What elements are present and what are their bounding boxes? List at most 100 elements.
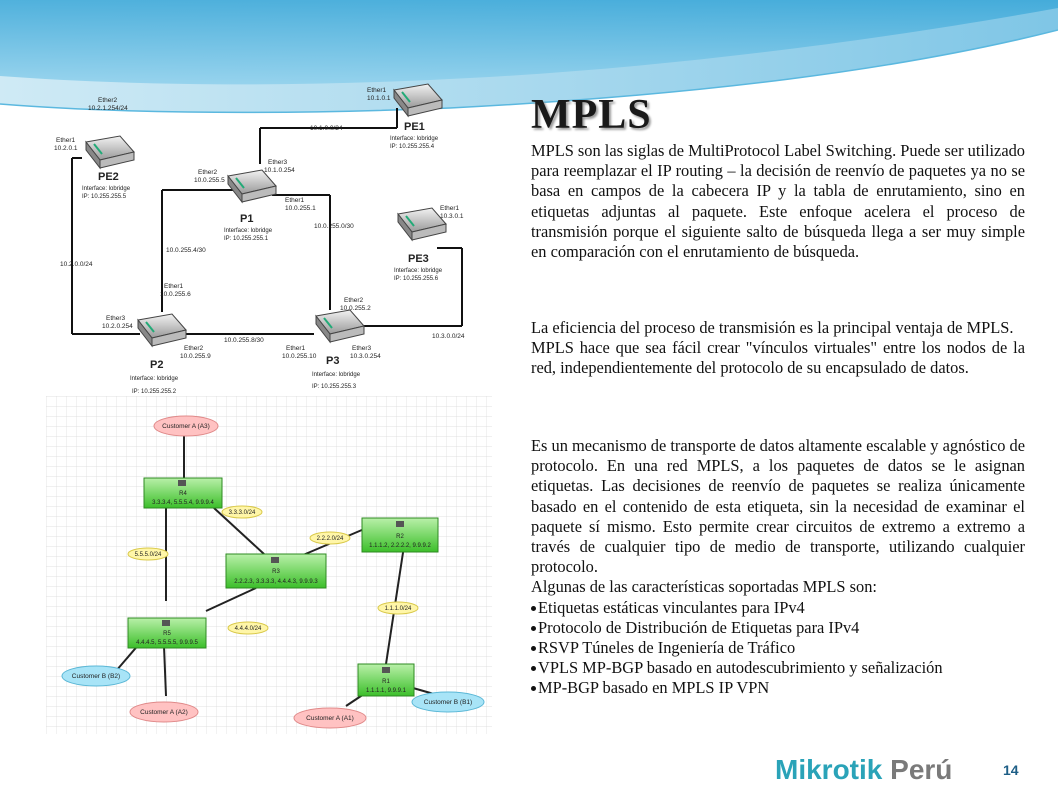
link-p2-p3: 10.0.255.8/30 xyxy=(224,337,264,344)
pe1-port-ip: 10.1.0.1 xyxy=(367,95,391,102)
cloud-customer-a1: Customer A (A1) xyxy=(293,707,367,729)
svg-text:4.4.4.0/24: 4.4.4.0/24 xyxy=(235,626,262,632)
svg-text:5.5.5.0/24: 5.5.5.0/24 xyxy=(135,552,162,558)
router-pe1: Ether1 10.1.0.1 PE1 Interface: lobridge … xyxy=(367,83,443,150)
svg-text:1.1.1.0/24: 1.1.1.0/24 xyxy=(385,606,412,612)
pe1-ip: IP: 10.255.255.4 xyxy=(390,144,435,150)
p2-port-e1: Ether1 xyxy=(164,283,184,290)
r2-name: R2 xyxy=(396,534,404,540)
router-box-r4: R4 3.3.3.4, 5.5.5.4, 9.9.9.4 xyxy=(143,477,223,509)
pe1-interface: Interface: lobridge xyxy=(390,136,439,142)
paragraph-efficiency: La eficiencia del proceso de transmisión… xyxy=(531,318,1014,337)
link-label-r2-r1: 1.1.1.0/24 xyxy=(377,601,419,615)
p1-port-e3: Ether3 xyxy=(268,159,288,166)
p1-ip-e3: 10.1.0.254 xyxy=(264,167,295,174)
topology-link-labels: 10.1.0.0/24 10.0.255.0/30 10.0.255.4/30 … xyxy=(60,125,465,344)
router-box-r2: R2 1.1.1.2, 2.2.2.2, 9.9.9.2 xyxy=(361,517,439,553)
r3-name: R3 xyxy=(272,569,280,575)
pe3-port-ip: 10.3.0.1 xyxy=(440,213,464,220)
link-p1-p2: 10.0.255.4/30 xyxy=(166,247,206,254)
router-pe3: Ether1 10.3.0.1 PE3 Interface: lobridge … xyxy=(394,205,464,282)
svg-text:3.3.3.0/24: 3.3.3.0/24 xyxy=(229,510,256,516)
paragraph-virtual-links: MPLS hace que sea fácil crear "vínculos … xyxy=(531,338,1025,378)
pe3-port: Ether1 xyxy=(440,205,460,212)
p3-port-e1: Ether1 xyxy=(286,345,306,352)
r1-name: R1 xyxy=(382,679,390,685)
pe2-interface: Interface: lobridge xyxy=(82,186,131,192)
p3-port-e2: Ether2 xyxy=(344,297,364,304)
r2-ips: 1.1.1.2, 2.2.2.2, 9.9.9.2 xyxy=(369,543,431,549)
router-icon xyxy=(271,557,279,563)
p2-interface: Interface: lobridge xyxy=(130,376,179,382)
mikrotik-peru-logo: Mikrotik Perú xyxy=(775,754,952,786)
feature-item: MP-BGP basado en MPLS IP VPN xyxy=(531,678,1025,698)
p3-ip: IP: 10.255.255.3 xyxy=(312,384,357,390)
customer-clouds: Customer A (A3) Customer B (B2) Customer… xyxy=(61,415,485,729)
link-label-r4-r3: 3.3.3.0/24 xyxy=(221,505,263,519)
pe3-ip: IP: 10.255.255.6 xyxy=(394,276,439,282)
p3-port-e3: Ether3 xyxy=(352,345,372,352)
topology-links xyxy=(71,108,463,335)
paragraph-mechanism: Es un mecanismo de transporte de datos a… xyxy=(531,436,1025,577)
p1-port-e2: Ether2 xyxy=(198,169,218,176)
p2-ip-e1: 10.0.255.6 xyxy=(160,291,191,298)
cloud-label: Customer A (A1) xyxy=(306,715,354,722)
r4-name: R4 xyxy=(179,491,187,497)
link-label-r3-r5: 4.4.4.0/24 xyxy=(227,621,269,635)
router-p2: Ether1 10.0.255.6 Ether3 10.2.0.254 Ethe… xyxy=(102,283,211,395)
router-icon xyxy=(396,521,404,527)
router-p1: Ether2 10.0.255.5 Ether3 10.1.0.254 Ethe… xyxy=(194,159,316,242)
router-box-r1: R1 1.1.1.1, 9.9.9.1 xyxy=(357,663,415,697)
p2-port-e2: Ether2 xyxy=(184,345,204,352)
cloud-label: Customer B (B1) xyxy=(424,699,472,706)
feature-item: VPLS MP-BGP basado en autodescubrimiento… xyxy=(531,658,1025,678)
router-icon xyxy=(178,480,186,486)
p3-ip-e2: 10.0.255.2 xyxy=(340,305,371,312)
logo-brand: Mikrotik xyxy=(775,754,883,785)
r5-ips: 4.4.4.5, 5.5.5.5, 9.9.9.5 xyxy=(136,640,198,646)
slide-title: MPLS xyxy=(531,92,652,138)
link-pe2-p2: 10.2.0.0/24 xyxy=(60,261,93,268)
p1-ip-e2: 10.0.255.5 xyxy=(194,177,225,184)
router-icon xyxy=(382,667,390,673)
cloud-customer-b1: Customer B (B1) xyxy=(411,691,485,713)
r1-ips: 1.1.1.1, 9.9.9.1 xyxy=(366,688,407,694)
intro-paragraph: MPLS son las siglas de MultiProtocol Lab… xyxy=(531,141,1025,262)
header-wave-decoration xyxy=(0,0,1058,120)
cloud-label: Customer A (A3) xyxy=(162,423,210,430)
p2-ip: IP: 10.255.255.2 xyxy=(132,389,177,395)
router-icon xyxy=(397,207,447,242)
logo-suffix: Perú xyxy=(882,754,953,785)
pe2-name: PE2 xyxy=(98,171,119,183)
pe1-port: Ether1 xyxy=(367,87,387,94)
pe2-ip-left: 10.2.0.1 xyxy=(54,145,78,152)
cloud-customer-a3: Customer A (A3) xyxy=(153,415,219,437)
r3-ips: 2.2.2.3, 3.3.3.3, 4.4.4.3, 9.9.9.3 xyxy=(234,579,318,585)
router-box-r3: R3 2.2.2.3, 3.3.3.3, 4.4.4.3, 9.9.9.3 xyxy=(225,553,327,589)
features-list: Etiquetas estáticas vinculantes para IPv… xyxy=(531,598,1025,699)
cloud-label: Customer A (A2) xyxy=(140,709,188,716)
page-number: 14 xyxy=(1003,762,1019,778)
r5-name: R5 xyxy=(163,631,171,637)
pe2-ip: IP: 10.255.255.5 xyxy=(82,194,127,200)
mechanism-block: Es un mecanismo de transporte de datos a… xyxy=(531,436,1025,699)
link-label-r4-r5: 5.5.5.0/24 xyxy=(127,547,169,561)
feature-item: Etiquetas estáticas vinculantes para IPv… xyxy=(531,598,1025,618)
router-map-diagram: Customer A (A3) Customer B (B2) Customer… xyxy=(46,396,492,734)
pe3-name: PE3 xyxy=(408,253,429,265)
pe1-name: PE1 xyxy=(404,121,425,133)
paragraph-definition: MPLS son las siglas de MultiProtocol Lab… xyxy=(531,141,1025,262)
p3-ip-e1: 10.0.255.10 xyxy=(282,353,317,360)
router-icon xyxy=(315,309,365,344)
p2-ip-e2: 10.0.255.9 xyxy=(180,353,211,360)
router-icon xyxy=(227,169,277,204)
p1-ip: IP: 10.255.255.1 xyxy=(224,236,269,242)
cloud-label: Customer B (B2) xyxy=(72,673,120,680)
p2-port-e3: Ether3 xyxy=(106,315,126,322)
map-routers: R4 3.3.3.4, 5.5.5.4, 9.9.9.4 R3 2.2.2.3,… xyxy=(127,477,439,697)
p3-ip-e3: 10.3.0.254 xyxy=(350,353,381,360)
p3-interface: Interface: lobridge xyxy=(312,372,361,378)
pe2-port-left: Ether1 xyxy=(56,137,76,144)
feature-item: RSVP Túneles de Ingeniería de Tráfico xyxy=(531,638,1025,658)
router-icon xyxy=(162,620,170,626)
